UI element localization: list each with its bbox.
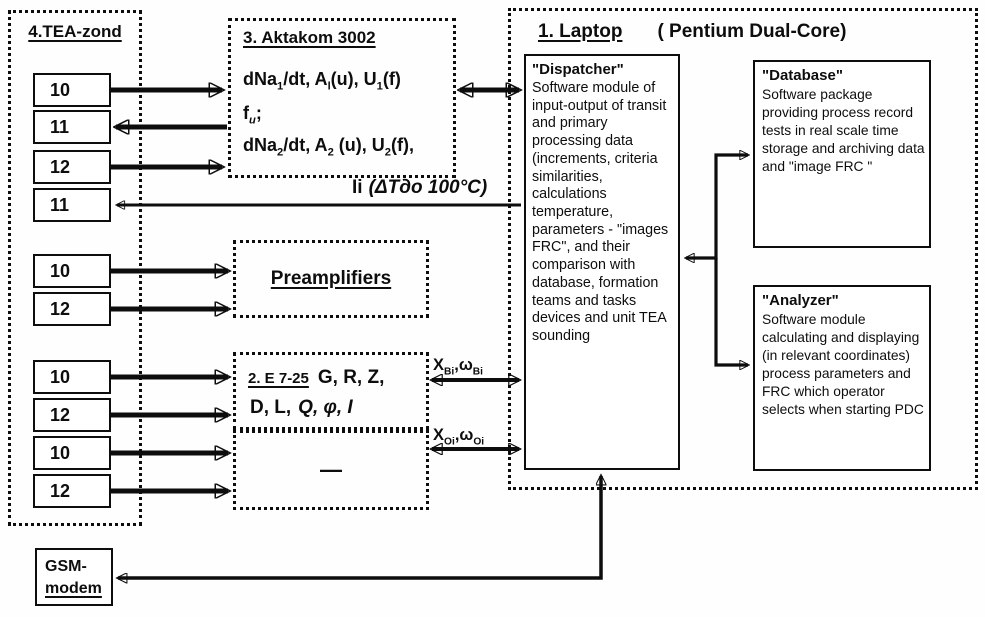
e725-box: 2. E 7-25 G, R, Z, D, L, Q, φ, I	[233, 352, 429, 430]
spare-unit-box: —	[233, 430, 429, 510]
tea-port-box: 10	[33, 73, 111, 107]
tea-port-box: 12	[33, 398, 111, 432]
gsm-modem-label-line2: modem	[45, 580, 102, 598]
signal-label-xoi: XOi,ωOi	[433, 426, 485, 448]
tea-port-box: 10	[33, 360, 111, 394]
tea-port-box: 12	[33, 292, 111, 326]
analyzer-box: "Analyzer" Software module calculating a…	[753, 285, 931, 471]
dispatcher-description: Software module of input-output of trans…	[532, 80, 669, 345]
e725-params-line-2: D, L, Q, φ, I	[250, 397, 353, 419]
analyzer-title: "Analyzer"	[762, 292, 839, 309]
aktakom-signal-line-1: dNa1/dt, Al(u), U1(f)	[243, 69, 401, 93]
laptop-title: 1. Laptop	[538, 21, 623, 42]
e725-params-2-roman: D, L,	[250, 397, 292, 418]
tea-zond-title: 4.TEA-zond	[28, 22, 122, 41]
e725-params-1: G, R, Z,	[317, 367, 385, 388]
signal-label-xbi: XBi,ωBi	[433, 356, 483, 378]
aktakom-box: 3. Aktakom 3002 dNa1/dt, Al(u), U1(f) fu…	[228, 18, 456, 178]
gsm-modem-box: GSM- modem	[35, 548, 113, 606]
laptop-container: 1. Laptop ( Pentium Dual-Core)	[508, 8, 978, 490]
preamplifiers-box: Preamplifiers	[233, 240, 429, 318]
temp-range-detail: (ΔTдо 100°C)	[368, 177, 488, 198]
preamplifiers-title: Preamplifiers	[270, 268, 392, 289]
laptop-title-row: 1. Laptop ( Pentium Dual-Core)	[538, 21, 846, 43]
dispatcher-title: "Dispatcher"	[532, 61, 624, 78]
temp-range-label: Ii(ΔTдо 100°C)	[352, 177, 487, 199]
database-title: "Database"	[762, 67, 843, 84]
database-box: "Database" Software package providing pr…	[753, 60, 931, 248]
tea-port-box: 11	[33, 110, 111, 144]
e725-title: 2. E 7-25	[248, 370, 309, 387]
aktakom-signal-line-2: fu;	[243, 103, 262, 127]
aktakom-signal-line-3: dNa2/dt, A2 (u), U2(f),	[243, 135, 414, 159]
tea-port-box: 10	[33, 254, 111, 288]
laptop-subtitle: ( Pentium Dual-Core)	[657, 21, 847, 42]
tea-port-box: 10	[33, 436, 111, 470]
dispatcher-box: "Dispatcher" Software module of input-ou…	[524, 54, 680, 470]
tea-port-box: 12	[33, 474, 111, 508]
tea-port-box: 12	[33, 150, 111, 184]
database-description: Software package providing process recor…	[762, 87, 925, 174]
e725-params-line-1: 2. E 7-25 G, R, Z,	[248, 367, 384, 389]
dash-label: —	[320, 457, 342, 482]
analyzer-description: Software module calculating and displayi…	[762, 312, 924, 417]
gsm-modem-label-line1: GSM-	[45, 558, 87, 575]
temp-range-prefix: Ii	[352, 177, 363, 198]
aktakom-title: 3. Aktakom 3002	[243, 28, 376, 47]
tea-port-box: 11	[33, 188, 111, 222]
tea-zond-container: 4.TEA-zond	[8, 10, 142, 526]
e725-params-2-italic: Q, φ, I	[298, 397, 353, 418]
